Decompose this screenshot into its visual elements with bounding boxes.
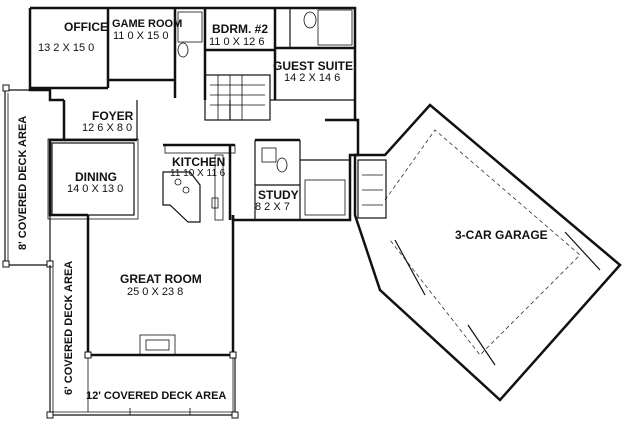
garage-label: 3-CAR GARAGE bbox=[455, 228, 548, 242]
kitchen-cabinets bbox=[162, 144, 236, 223]
guest-suite-dimensions: 14 2 X 14 6 bbox=[284, 72, 341, 84]
garage bbox=[353, 103, 622, 402]
bedroom2-dimensions: 11 0 X 12 6 bbox=[209, 36, 265, 48]
dining-trim bbox=[47, 138, 139, 220]
deck-bottom-label: 12' COVERED DECK AREA bbox=[86, 390, 227, 402]
guest-suite-label: GUEST SUITE bbox=[273, 59, 354, 73]
kitchen-label: KITCHEN bbox=[172, 155, 226, 169]
foyer-label: FOYER bbox=[92, 109, 134, 123]
deck-lower-left-label: 6' COVERED DECK AREA bbox=[63, 260, 75, 395]
interior-walls bbox=[30, 8, 358, 220]
study-label: STUDY bbox=[258, 188, 299, 202]
exterior-walls bbox=[28, 6, 360, 357]
study-dimensions: 8 2 X 7 bbox=[255, 201, 290, 213]
bedroom2-label: BDRM. #2 bbox=[212, 22, 269, 36]
deck-left bbox=[2, 84, 54, 268]
main-stairs bbox=[204, 74, 271, 121]
great-room-dimensions: 25 0 X 23 8 bbox=[127, 286, 184, 298]
dining-label: DINING bbox=[75, 170, 117, 184]
dining-outline bbox=[51, 142, 135, 216]
game-room-label: GAME ROOM bbox=[112, 18, 183, 30]
game-room-dimensions: 11 0 X 15 0 bbox=[113, 30, 169, 42]
office-dimensions: 13 2 X 15 0 bbox=[38, 42, 95, 54]
office-label: OFFICE bbox=[64, 20, 108, 34]
deck-bottom bbox=[46, 265, 239, 419]
kitchen-dimensions: 11 10 X 11 6 bbox=[170, 168, 226, 179]
great-room-label: GREAT ROOM bbox=[120, 272, 202, 286]
foyer-dimensions: 12 6 X 8 0 bbox=[82, 122, 133, 134]
bath-fixtures bbox=[177, 9, 353, 216]
deck-left-label: 8' COVERED DECK AREA bbox=[17, 115, 29, 250]
dining-dimensions: 14 0 X 13 0 bbox=[67, 183, 124, 195]
